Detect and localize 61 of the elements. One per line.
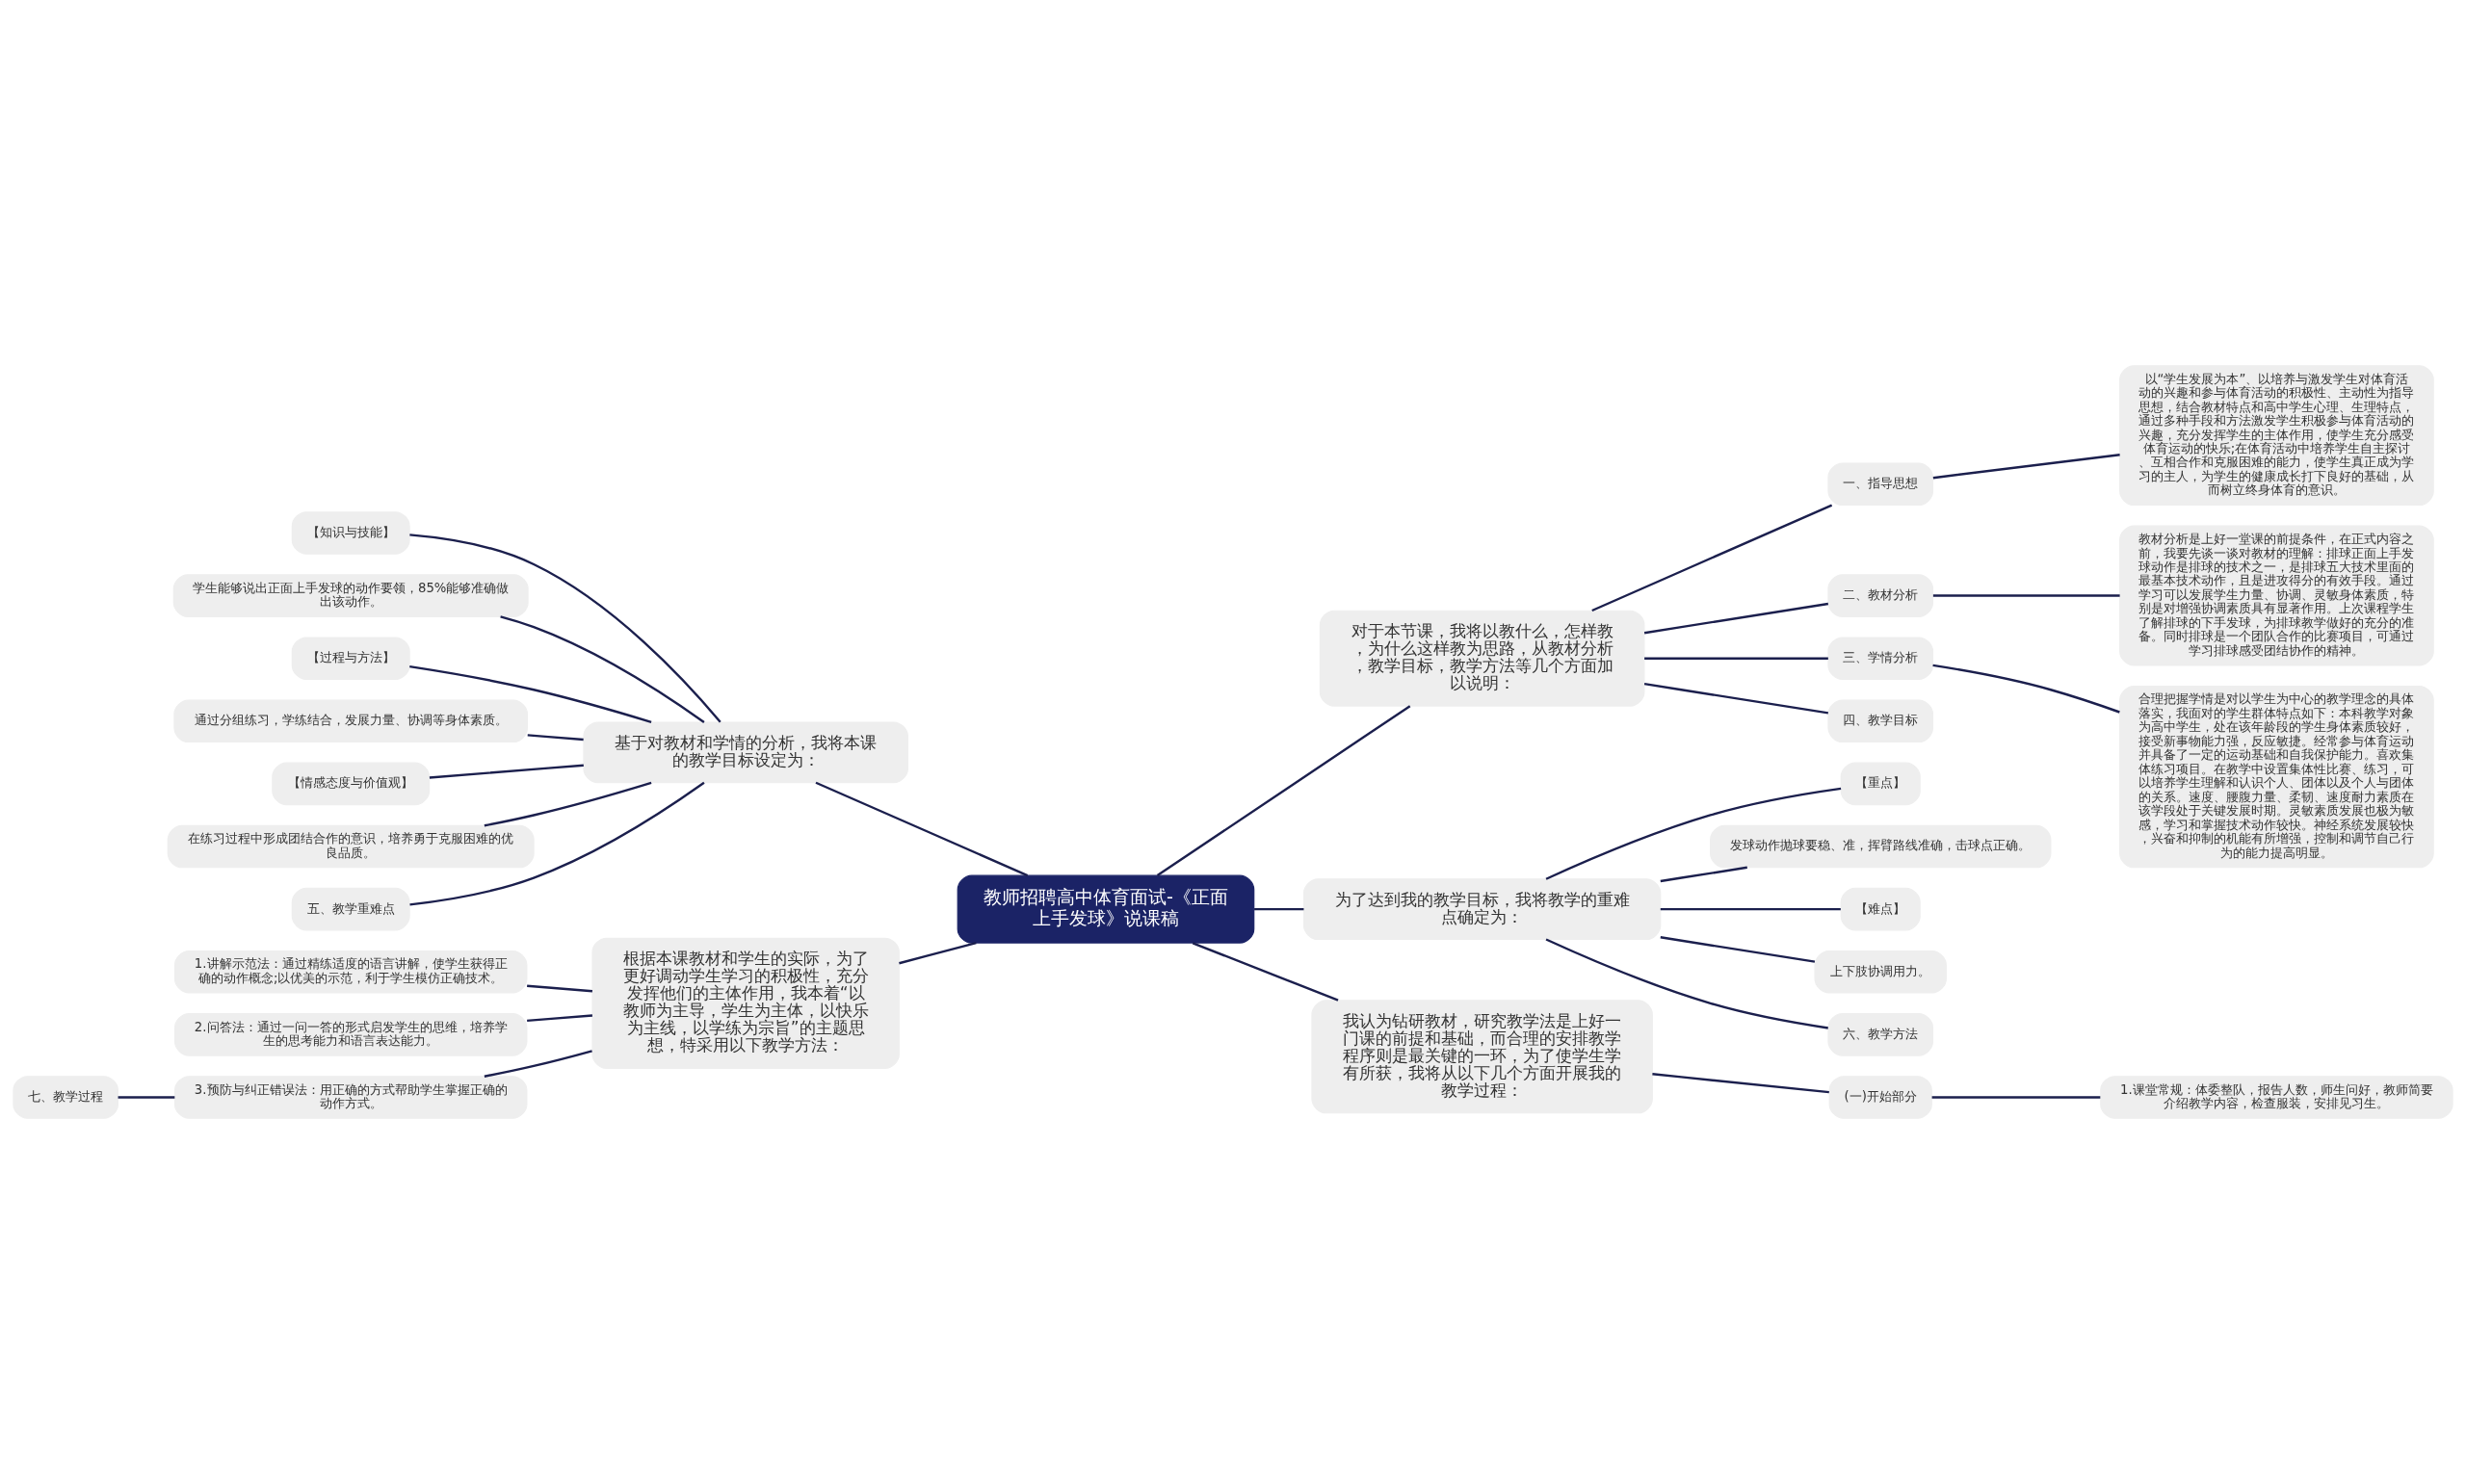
- node-box: 七、教学过程: [13, 1076, 119, 1119]
- node-box: 三、学情分析: [1827, 637, 1934, 680]
- node-box: 二、教材分析: [1827, 574, 1934, 617]
- node-box: 3.预防与纠正错误法：用正确的方式帮助学生掌握正确的动作方式。: [173, 1076, 528, 1119]
- connector: [1660, 907, 1841, 911]
- connector: [484, 781, 652, 827]
- connector: [1644, 657, 1828, 660]
- connector: [484, 1050, 592, 1078]
- node-box: 以“学生发展为本”、以培养与激发学生对体育活动的兴趣和参与体育活动的积极性、主动性为指导思想，结合教材特点和高中学生心理、生理特点，通过多种手段和方法激发学生积极参与体育活动的兴趣，充分发挥学生的主体作用，使学生充分感受体育运动的快乐;在体育活动中培养学生自主探讨、互相合作和克服困难的能力，使学生真正成为学习的主人，为学生的健康成长打下良好的基础，从而树立终身体育的意识。: [2119, 365, 2434, 507]
- node-box: 四、教学目标: [1827, 699, 1934, 743]
- connector: [1545, 938, 1828, 1029]
- connector: [1660, 936, 1816, 963]
- node-box: 【过程与方法】: [291, 637, 410, 680]
- node-box: 五、教学重难点: [291, 887, 410, 931]
- node-box: 【难点】: [1840, 887, 1921, 931]
- node-box: (一)开始部分: [1828, 1076, 1932, 1119]
- connector: [1932, 664, 2120, 714]
- connector: [1254, 907, 1304, 911]
- connector: [1545, 787, 1842, 880]
- connector: [1643, 602, 1829, 635]
- node-box: 【重点】: [1840, 762, 1921, 806]
- connector: [1932, 454, 2120, 480]
- node-box: 2.问答法：通过一问一答的形式启发学生的思维，培养学生的思考能力和语言表达能力。: [173, 1013, 528, 1056]
- connector: [1660, 866, 1747, 883]
- connector: [527, 984, 592, 993]
- node-box: 根据本课教材和学生的实际，为了更好调动学生学习的积极性，充分发挥他们的主体作用，我本着“以教师为主导，学生为主体，以快乐为主线，以学练为宗旨”的主题思想，特采用以下教学方法：: [591, 937, 900, 1069]
- node-box: 1.讲解示范法：通过精练适度的语言讲解，使学生获得正确的动作概念;以优美的示范，利于学生模仿正确技术。: [173, 950, 528, 994]
- connector: [1932, 594, 2120, 597]
- node-box: 学生能够说出正面上手发球的动作要领，85%能够准确做出该动作。: [172, 574, 529, 617]
- node-box: 基于对教材和学情的分析，我将本课的教学目标设定为：: [583, 721, 908, 784]
- connector: [1643, 682, 1829, 715]
- node-box: 上下肢协调用力。: [1814, 950, 1947, 994]
- connector: [409, 664, 652, 723]
- node-box: 【情感态度与价值观】: [272, 762, 431, 806]
- node-box: 我认为钻研教材，研究教学法是上好一门课的前提和基础，而合理的安排教学程序则是最关键的一环，为了使学生学有所获，我将从以下几个方面开展我的教学过程：: [1311, 1000, 1653, 1114]
- connector: [899, 942, 977, 965]
- connector: [815, 781, 1029, 877]
- node-box: 在练习过程中形成团结合作的意识，培养勇于克服困难的优良品质。: [167, 824, 535, 869]
- connector: [409, 534, 721, 723]
- connector: [500, 615, 705, 723]
- node-box: 合理把握学情是对以学生为中心的教学理念的具体落实，我面对的学生群体特点如下：本科教学对象为高中学生，处在该年龄段的学生身体素质较好，接受新事物能力强，反应敏捷。经常参与体育运动并具备了一定的运动基础和自我保护能力。喜欢集体练习项目。在教学中设置集体性比赛、练习，可以培养学生理解和认识个人、团体以及个人与团体的关系。速度、腰腹力量、柔韧、速度耐力素质在该学段处于关键发展时期。灵敏素质发展也极为敏感，学习和掌握技术动作较快。神经系统发展较快，兴奋和抑制的机能有所增强，控制和调节自己行为的能力提高明显。: [2119, 686, 2434, 869]
- connector: [1931, 1096, 2101, 1099]
- connector: [1652, 1073, 1829, 1094]
- node-box: 1.课堂常规：体委整队，报告人数，师生问好，教师简要介绍教学内容，检查服装，安排见习生。: [2100, 1076, 2453, 1119]
- connector: [1156, 705, 1411, 876]
- node-box: 发球动作抛球要稳、准，挥臂路线准确，击球点正确。: [1709, 824, 2052, 869]
- node-box: 对于本节课，我将以教什么，怎样教，为什么这样教为思路，从教材分析，教学目标，教学方法等几个方面加以说明：: [1319, 610, 1645, 707]
- connector: [527, 734, 584, 742]
- node-box: 六、教学方法: [1827, 1013, 1934, 1056]
- connector: [1192, 942, 1339, 1002]
- connector: [409, 781, 705, 906]
- connector: [527, 1014, 592, 1023]
- node-box: 教材分析是上好一堂课的前提条件，在正式内容之前，我要先谈一谈对教材的理解：排球正面上手发球动作是排球的技术之一，是排球五大技术里面的最基本技术动作，且是进攻得分的有效手段。通过学习可以发展学生力量、协调、灵敏身体素质，特别是对增强协调素质具有显著作用。上次课程学生了解排球的下手发球，为排球教学做好的充分的准备。同时排球是一个团队合作的比赛项目，可通过学习排球感受团结协作的精神。: [2119, 525, 2434, 666]
- node-box: 教师招聘高中体育面试-《正面上手发球》说课稿: [957, 874, 1255, 944]
- connector: [429, 764, 584, 779]
- node-box: 【知识与技能】: [291, 511, 410, 555]
- connector: [1591, 504, 1833, 612]
- node-box: 通过分组练习，学练结合，发展力量、协调等身体素质。: [173, 699, 529, 743]
- connector: [118, 1096, 175, 1099]
- node-box: 为了达到我的教学目标，我将教学的重难点确定为：: [1302, 878, 1662, 941]
- node-box: 一、指导思想: [1827, 462, 1934, 507]
